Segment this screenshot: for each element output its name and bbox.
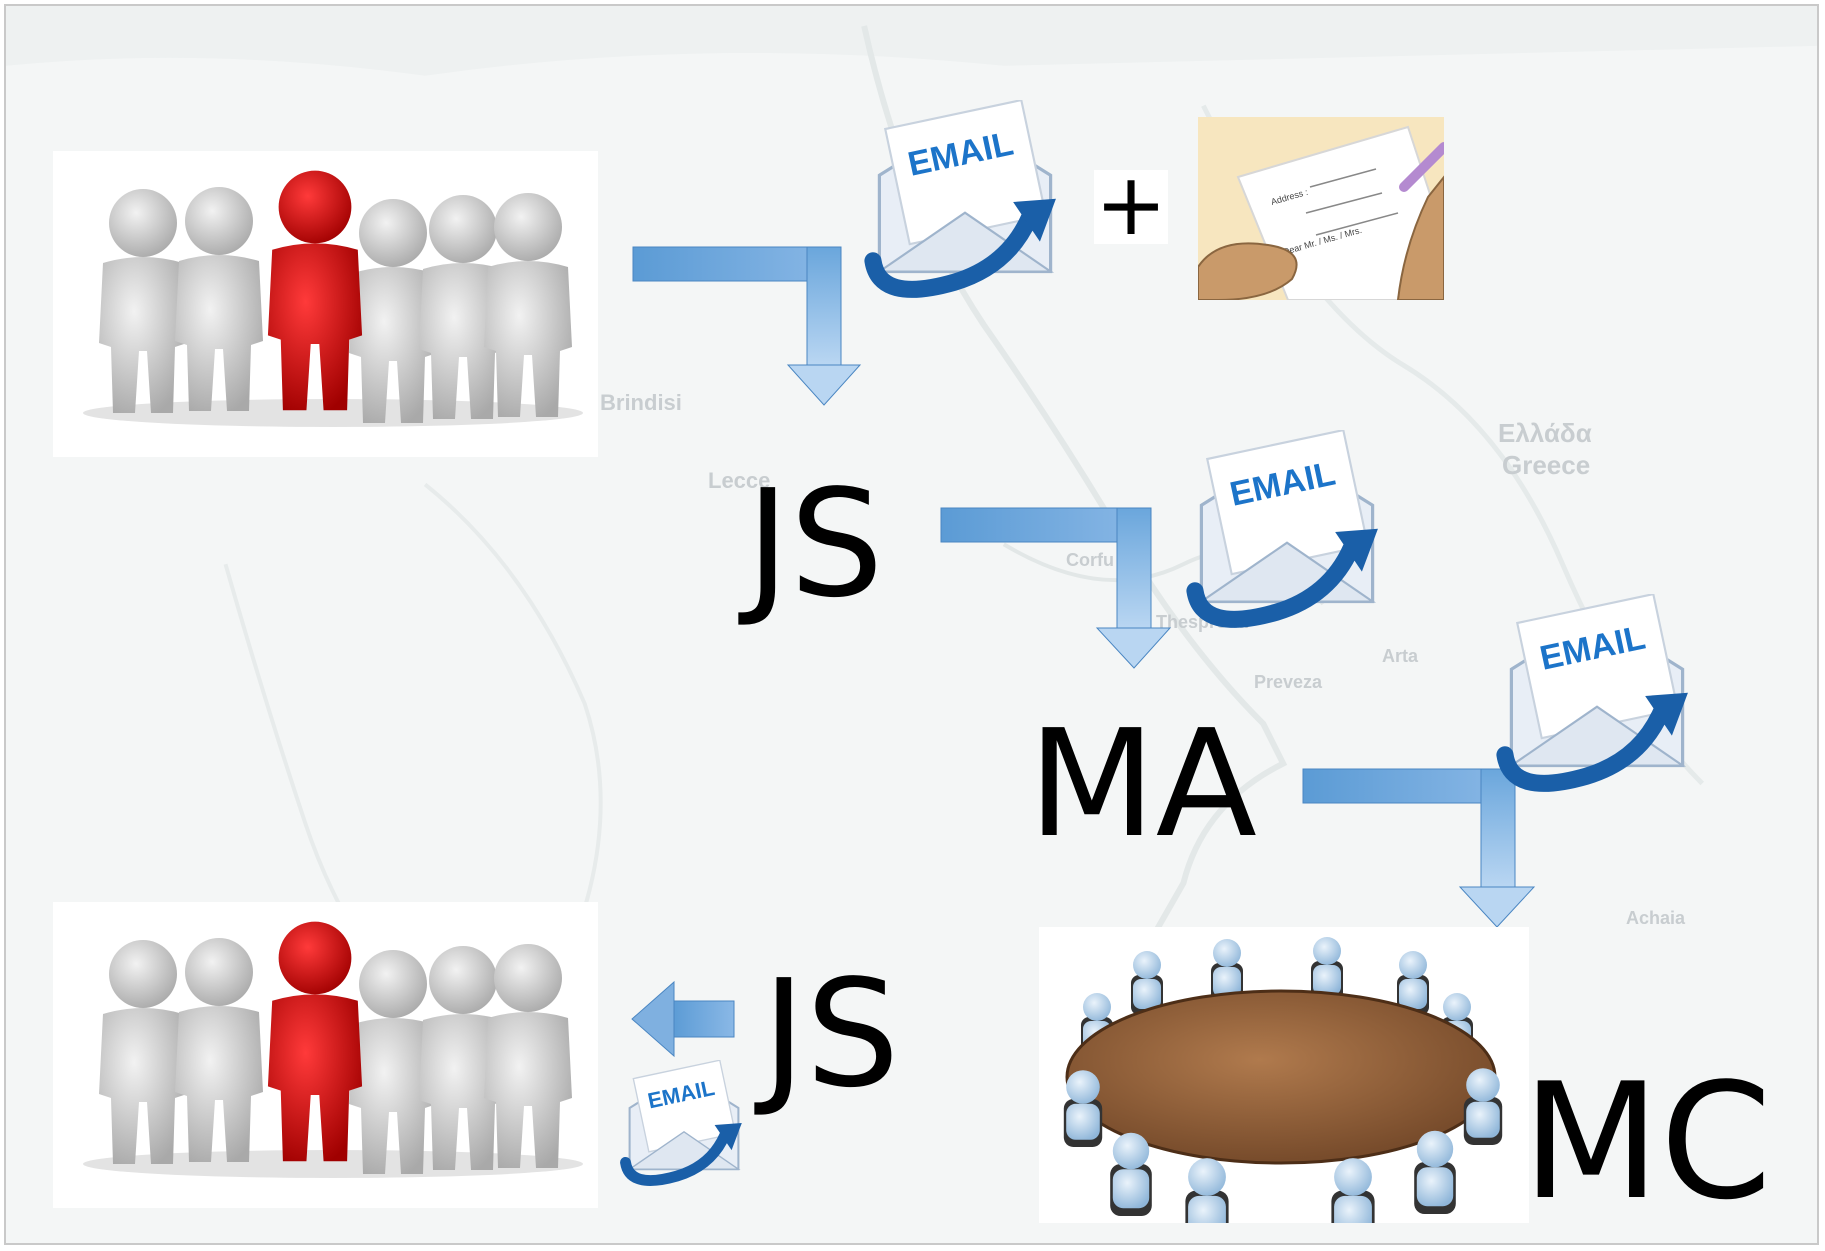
people-group-icon — [83, 170, 583, 427]
node-js-top: JS — [746, 458, 884, 630]
people-group-icon — [83, 921, 583, 1178]
people-group-image-bottom — [53, 902, 598, 1208]
map-label-greece-greek: Ελλάδα — [1498, 418, 1592, 448]
letter-icon: Address : Dear Mr. / Ms. / Mrs. — [1198, 125, 1444, 300]
plus-sign: + — [1094, 155, 1168, 255]
map-label-brindisi: Brindisi — [600, 390, 682, 415]
node-mc: MC — [1522, 1048, 1772, 1235]
meeting-table-image — [1039, 927, 1529, 1223]
arrow-ma-to-mc — [1302, 768, 1536, 928]
arrow-js-to-ma — [940, 507, 1172, 669]
map-label-corfu: Corfu — [1066, 550, 1114, 570]
map-label-greece: Greece — [1502, 450, 1591, 480]
node-ma: MA — [1028, 698, 1257, 870]
map-label-preveza: Preveza — [1254, 672, 1323, 692]
email-icon: EMAIL — [1496, 594, 1688, 792]
map-label-arta: Arta — [1382, 646, 1419, 666]
email-icon: EMAIL — [1186, 430, 1378, 628]
meeting-icon — [1063, 937, 1503, 1223]
node-js-bottom: JS — [762, 948, 900, 1120]
map-label-achaia: Achaia — [1626, 908, 1686, 928]
arrow-js-to-people — [631, 980, 735, 1058]
arrow-people-to-js — [632, 246, 862, 406]
people-group-image-top — [53, 151, 598, 457]
map-label-lecce: Lecce — [708, 468, 771, 493]
letter-writing-image: Address : Dear Mr. / Ms. / Mrs. — [1198, 117, 1444, 300]
email-icon: EMAIL — [864, 100, 1056, 298]
email-icon: EMAIL — [620, 1060, 742, 1186]
